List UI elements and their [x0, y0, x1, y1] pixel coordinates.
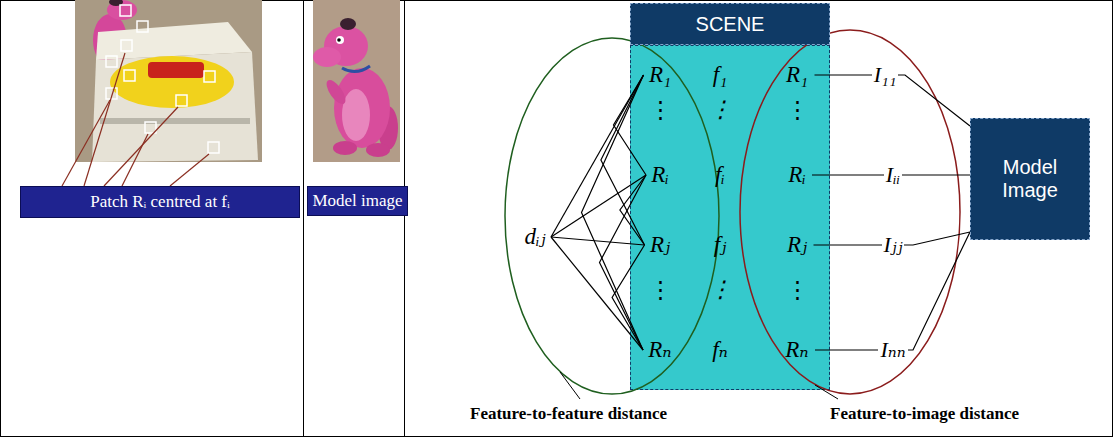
node-text: fₙ: [712, 337, 728, 363]
patch-square: [106, 56, 117, 67]
dino-collar: [342, 66, 370, 72]
model-box: Model Image: [970, 118, 1090, 240]
caption-box: Model image: [307, 186, 408, 216]
feature-patch: Rₙ: [645, 334, 675, 367]
connector: [815, 232, 970, 350]
group-label: Feature-to-feature distance: [470, 404, 667, 424]
table-divider: [404, 0, 405, 437]
ellipsis-mark: ⋮: [649, 277, 672, 303]
node-text: Rₙ: [648, 337, 671, 363]
edge-label: Iⱼⱼ: [882, 232, 905, 257]
dino-belly: [342, 89, 370, 141]
patch-square: [124, 70, 135, 81]
edge-label: I₁₁: [872, 62, 899, 87]
dino-foot: [366, 143, 390, 157]
node-text: dᵢⱼ: [524, 224, 545, 250]
tea-box-label: [110, 56, 234, 108]
node-text: Rᵢ: [651, 162, 669, 188]
ellipsis-mark: ⋮: [786, 277, 809, 303]
feature-patch: Rₙ: [782, 334, 812, 367]
leader-line: [170, 154, 209, 186]
node-text: Rⱼ: [787, 232, 807, 258]
patch-square: [121, 40, 132, 51]
scene-header: SCENE: [630, 3, 830, 45]
leader-line: [62, 100, 110, 186]
tea-box-logo: [148, 62, 204, 78]
dino-eye: [336, 36, 344, 44]
leader-line: [122, 134, 148, 186]
node-text: Model Image: [985, 156, 1075, 202]
ellipsis-mark: ⋮: [649, 97, 672, 123]
node-text: Rₙ: [785, 337, 808, 363]
tea-box-stripe: [100, 118, 250, 124]
feature-patch: Rⱼ: [784, 229, 811, 262]
node-text: fⱼ: [714, 232, 726, 258]
leader-line: [84, 53, 125, 186]
distance-symbol: dᵢⱼ: [521, 221, 549, 254]
dino-hair: [340, 18, 356, 30]
scene-band: f₁ ⋮ fᵢ fⱼ ⋮ fₙ R₁ RᵢRⱼRₙ R₁ RᵢRⱼRₙ: [630, 45, 830, 390]
node-text: ⋮: [709, 277, 732, 303]
patch-square: [204, 71, 215, 82]
feature-patch: Rᵢ: [785, 159, 809, 192]
feature-patch: Rᵢ: [648, 159, 672, 192]
feature-patch: Rⱼ: [647, 229, 674, 262]
node-text: R₁: [649, 62, 671, 88]
group-label: Feature-to-image distance: [830, 404, 1019, 424]
leader-line: [560, 372, 580, 399]
patch-square: [120, 5, 131, 16]
patch-square: [145, 122, 156, 133]
scene-photo: [75, 0, 262, 162]
patch-square: [176, 95, 187, 106]
node-text: ⋮: [709, 97, 732, 123]
feature-patch: R₁: [783, 59, 812, 92]
dino-pupil: [337, 38, 341, 42]
edge-label: Iᵢᵢ: [884, 162, 902, 187]
node-text: f₁: [713, 62, 727, 88]
dino-body: [334, 68, 390, 148]
table-divider: [303, 0, 304, 437]
caption-box: Patch Rᵢ centred at fᵢ: [20, 186, 300, 218]
feature-patch: R₁: [646, 59, 675, 92]
dino-foot: [333, 141, 357, 155]
model-photo: [313, 0, 400, 162]
dino-snout: [313, 47, 341, 67]
dino-arm: [323, 77, 349, 107]
node-text: SCENE: [696, 13, 765, 36]
node-text: fᵢ: [715, 162, 725, 188]
patch-square: [137, 21, 148, 32]
node-text: Model image: [312, 191, 402, 211]
node-text: Rⱼ: [650, 232, 670, 258]
node-text: Patch Rᵢ centred at fᵢ: [90, 192, 230, 212]
leader-line: [104, 107, 178, 186]
edge-label: Iₙₙ: [878, 337, 907, 362]
node-text: R₁: [786, 62, 808, 88]
node-text: Rᵢ: [788, 162, 806, 188]
tea-box-front: [92, 52, 258, 162]
ellipsis-mark: ⋮: [786, 97, 809, 123]
patch-square: [208, 142, 219, 153]
